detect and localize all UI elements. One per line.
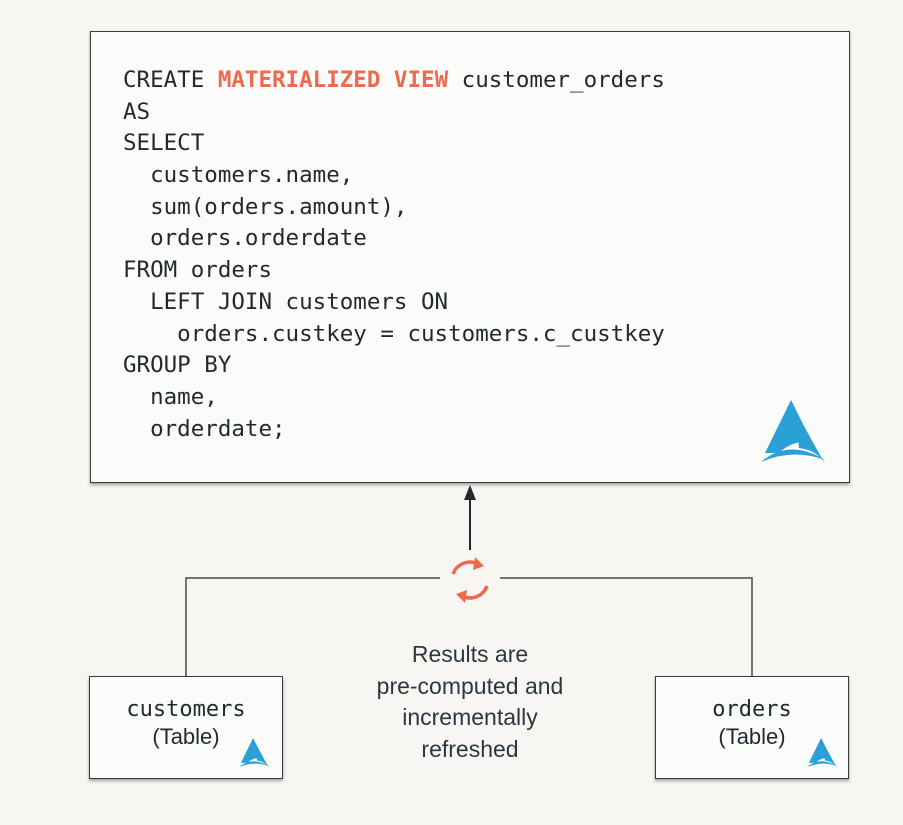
sql-line: sum(orders.amount), <box>123 192 665 224</box>
sql-line: LEFT JOIN customers ON <box>123 287 665 319</box>
note-line: incrementally <box>402 704 538 730</box>
sql-line: CREATE MATERIALIZED VIEW customer_orders <box>123 65 665 97</box>
sql-code: CREATE MATERIALIZED VIEW customer_orders… <box>123 65 665 445</box>
sql-text: sum(orders.amount), <box>123 193 408 220</box>
sql-line: FROM orders <box>123 255 665 287</box>
refresh-note: Results are pre-computed and incrementally… <box>320 639 620 765</box>
sql-line: SELECT <box>123 128 665 160</box>
customers-table-name: customers <box>126 697 246 722</box>
sql-text: orderdate; <box>123 415 286 442</box>
note-line: Results are <box>411 641 529 667</box>
sql-line: customers.name, <box>123 160 665 192</box>
sql-line: name, <box>123 382 665 414</box>
sql-line: orders.orderdate <box>123 223 665 255</box>
sql-text: FROM orders <box>123 257 273 284</box>
sql-text: LEFT JOIN customers ON <box>123 288 449 315</box>
note-line: refreshed <box>421 735 519 762</box>
sql-text: name, <box>123 383 218 410</box>
sql-text: customers.name, <box>123 162 354 189</box>
brand-logo-icon <box>761 400 825 464</box>
sql-keyword: MATERIALIZED VIEW <box>217 67 449 93</box>
orders-table-type: (Table) <box>718 724 786 749</box>
orders-table-box: orders (Table) <box>655 676 849 779</box>
sql-text: SELECT <box>123 130 205 157</box>
left-connector <box>185 577 440 676</box>
brand-logo-icon <box>239 737 270 769</box>
sql-text: customer_orders <box>448 67 665 93</box>
sql-text: orders.custkey = customers.c_custkey <box>123 320 665 347</box>
sql-text: AS <box>123 98 151 125</box>
refresh-icon <box>451 557 489 603</box>
orders-table-name: orders <box>712 697 792 722</box>
arrow-up-icon <box>464 485 476 500</box>
sql-line: GROUP BY <box>123 350 665 382</box>
sql-text: GROUP BY <box>123 352 232 379</box>
right-connector <box>500 577 753 676</box>
sql-line: AS <box>123 97 665 129</box>
materialized-view-sql-box: CREATE MATERIALIZED VIEW customer_orders… <box>90 31 850 483</box>
sql-text: CREATE <box>123 67 218 93</box>
customers-table-type: (Table) <box>152 724 220 749</box>
brand-logo-icon <box>807 737 838 769</box>
note-line: pre-computed and <box>376 672 564 699</box>
sql-text: orders.orderdate <box>123 225 367 252</box>
sql-line: orderdate; <box>123 414 665 446</box>
customers-table-box: customers (Table) <box>89 676 283 779</box>
sql-line: orders.custkey = customers.c_custkey <box>123 319 665 351</box>
